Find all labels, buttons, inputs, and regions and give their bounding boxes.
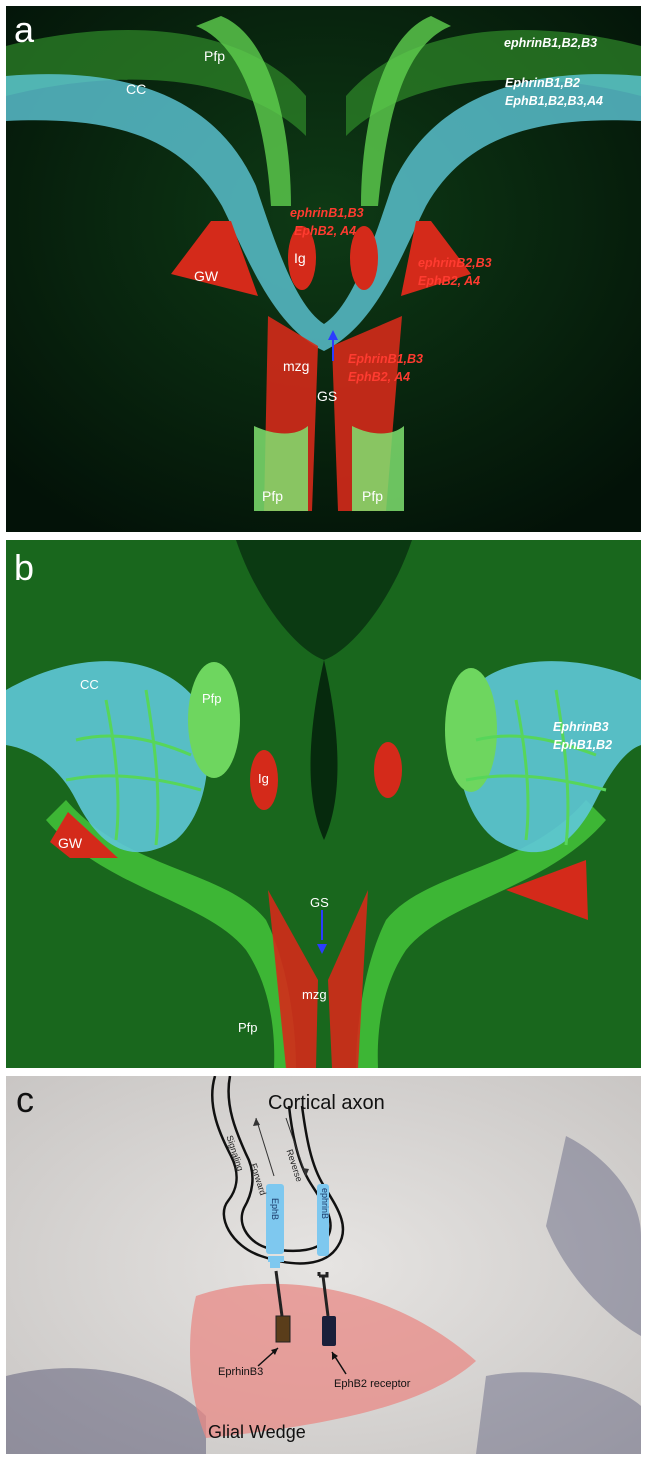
panel-a: a CC Pfp GW Ig mzg GS Pfp Pfp ephrinB1,B…: [6, 6, 641, 532]
annotation-b: EphrinB3 EphB1,B2: [553, 718, 612, 754]
panel-c-label: c: [16, 1082, 34, 1118]
label-gs-b: GS: [310, 895, 329, 910]
label-gs: GS: [317, 388, 337, 404]
label-pfp-bottom-b: Pfp: [238, 1020, 258, 1035]
label-mzg: mzg: [283, 358, 309, 374]
label-cortical-axon: Cortical axon: [268, 1092, 385, 1115]
label-cc-b: CC: [80, 677, 99, 692]
panel-b: b CC Pfp GW Ig GS mzg Pfp EphrinB3 EphB1…: [6, 540, 641, 1068]
panel-c: c Cortical axon Signaling Forward Revers…: [6, 1076, 641, 1454]
annotation-top-1: ephrinB1,B2,B3: [504, 34, 597, 52]
annotation-mid: ephrinB1,B3 EphB2, A4: [290, 204, 364, 240]
annotation-top-2: EphrinB1,B2 EphB1,B2,B3,A4: [505, 74, 603, 110]
label-ephb2-receptor: EphB2 receptor: [334, 1378, 410, 1390]
label-ig-b: Ig: [258, 771, 269, 786]
annotation-right: ephrinB2,B3 EphB2, A4: [418, 254, 492, 290]
label-ig: Ig: [294, 250, 306, 266]
label-gw: GW: [194, 268, 218, 284]
panel-a-label: a: [14, 12, 34, 48]
label-pfp-right: Pfp: [362, 488, 383, 504]
label-eprhinb3: EprhinB3: [218, 1366, 263, 1378]
panel-b-label: b: [14, 550, 34, 586]
panel-c-illustration: [6, 1076, 641, 1454]
label-ephrinb: ephrinB: [320, 1188, 330, 1219]
label-pfp-left: Pfp: [262, 488, 283, 504]
label-ephb: EphB: [270, 1198, 280, 1220]
label-cc: CC: [126, 81, 146, 97]
label-pfp-top-b: Pfp: [202, 691, 222, 706]
label-mzg-b: mzg: [302, 987, 327, 1002]
label-pfp-top: Pfp: [204, 48, 225, 64]
annotation-low: EphrinB1,B3 EphB2, A4: [348, 350, 423, 386]
label-glial-wedge: Glial Wedge: [208, 1422, 306, 1443]
label-gw-b: GW: [58, 835, 82, 851]
